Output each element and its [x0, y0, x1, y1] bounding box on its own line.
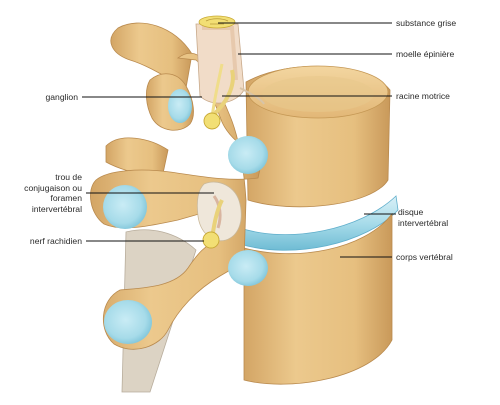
ganglion-upper	[203, 112, 221, 130]
label-trou-line-3: foramen	[50, 193, 82, 203]
label-trou-line-4: intervertébral	[31, 203, 82, 214]
facet-upper-right	[228, 136, 268, 174]
articular-facets	[103, 89, 268, 344]
label-trou-line-2: conjugaison ou	[24, 182, 82, 193]
facet-middle-right	[228, 250, 268, 286]
label-trou-de-conjugaison: trou de conjugaison ou foramen intervert…	[24, 172, 82, 214]
vertebral-body-upper	[245, 65, 391, 208]
leader-lines	[82, 22, 396, 258]
spinal-ganglia	[202, 112, 221, 249]
label-disque-intervertebral: disque intervertébral	[398, 207, 448, 228]
ganglion-lower	[202, 231, 220, 249]
label-corps-vertebral: corps vertébral	[396, 252, 453, 262]
label-ganglion: ganglion	[45, 92, 79, 102]
label-trou-line-1: trou de	[55, 172, 82, 182]
facet-upper-left	[168, 89, 192, 123]
label-disque-line-1: disque	[398, 207, 424, 217]
label-substance-grise: substance grise	[396, 18, 457, 28]
label-nerf-rachidien: nerf rachidien	[29, 236, 82, 246]
label-moelle-epiniere: moelle épinière	[396, 49, 455, 59]
label-disque-line-2: intervertébral	[398, 217, 449, 228]
spinal-cord	[195, 15, 245, 104]
intervertebral-disc	[239, 195, 399, 251]
facet-lower-left	[104, 300, 152, 344]
label-racine-motrice: racine motrice	[396, 91, 450, 101]
facet-middle-left	[103, 185, 147, 229]
gray-matter-section	[198, 15, 236, 29]
